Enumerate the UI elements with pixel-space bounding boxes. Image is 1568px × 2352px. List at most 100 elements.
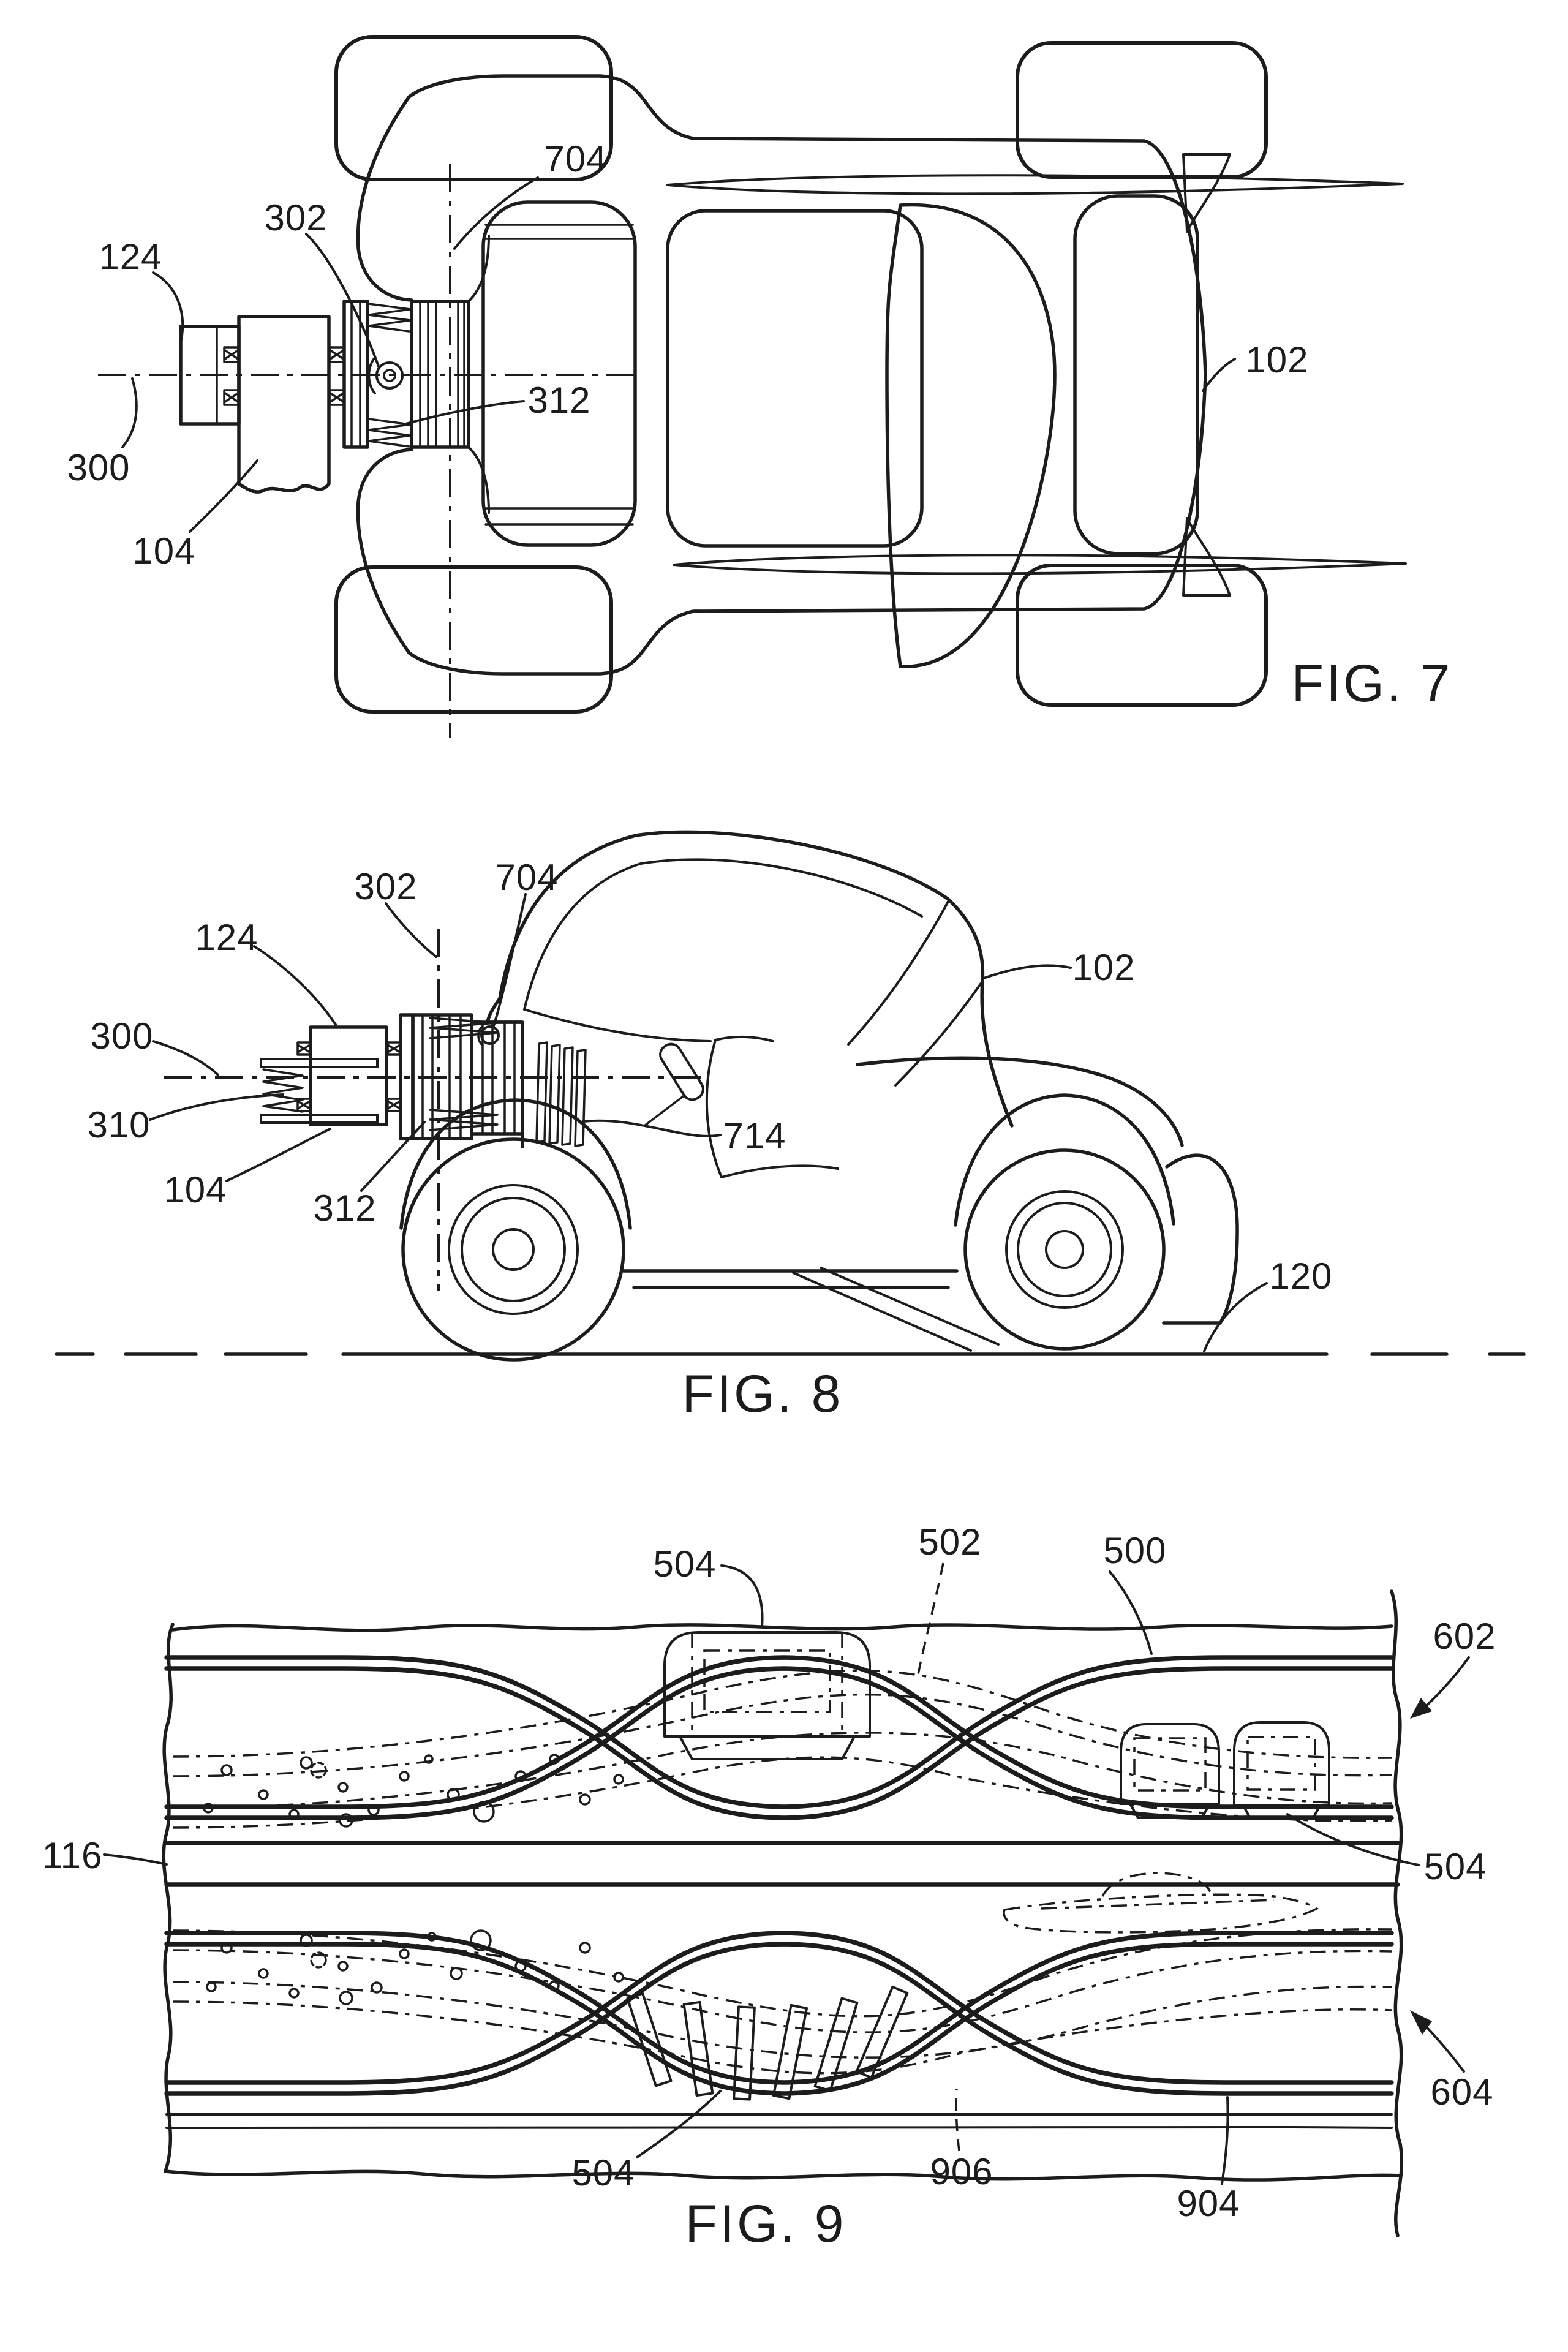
fig7-wheel-front-left xyxy=(334,35,613,181)
fig7-label-302: 302 xyxy=(264,197,327,238)
fig8-attachment-assembly xyxy=(164,929,704,1291)
fig7-rear-deck xyxy=(1073,194,1199,556)
fig8-windshield-inner xyxy=(523,858,923,1011)
fig8-rear-wheel xyxy=(963,1148,1166,1351)
fig9-bubbles-upper xyxy=(203,1754,624,1828)
fig7-reference-labels: 124 302 704 312 300 104 102 xyxy=(67,138,1308,571)
fig9-leader-500 xyxy=(1109,1570,1153,1655)
fig7-mount-block-right-312 xyxy=(410,300,470,449)
fig8-label-714: 714 xyxy=(723,1115,786,1156)
fig7-spring-top xyxy=(368,303,412,333)
fig7-label-104: 104 xyxy=(132,530,195,571)
fig7-body-outline xyxy=(407,74,1207,676)
fig8-pivot-hook xyxy=(477,1025,483,1046)
fig9-lower-crossing-bands xyxy=(164,1931,1394,2096)
fig9-waterway xyxy=(162,1589,1404,2237)
fig8-coil-bottom xyxy=(429,1109,499,1131)
fig8-mount-312-stripes xyxy=(481,1021,516,1135)
fig7-seat-shape xyxy=(885,203,1057,668)
fig8-rear-tail xyxy=(1162,1153,1239,1325)
fig9-label-904: 904 xyxy=(1177,2183,1240,2224)
fig7-rear-fin-upper xyxy=(1182,153,1231,233)
fig8-seat xyxy=(705,1035,839,1178)
fig8-label-120: 120 xyxy=(1269,1256,1332,1297)
fig7-part-104-boom xyxy=(237,315,331,494)
fig9-label-504-top: 504 xyxy=(653,1544,716,1585)
fig7-front-inner-upper xyxy=(467,235,490,303)
fig9-vehicle-boat-phantom xyxy=(1003,1872,1319,1934)
fig8-label-104: 104 xyxy=(164,1169,227,1210)
fig8-label-310: 310 xyxy=(87,1104,150,1145)
fig9-label-906: 906 xyxy=(930,2151,993,2192)
fig9-leader-504-right xyxy=(1286,1813,1420,1866)
fig7-attachment-assembly xyxy=(98,164,642,738)
fig8-reference-labels: 302 704 124 300 310 104 312 714 102 120 xyxy=(87,857,1332,1297)
fig8-leader-120 xyxy=(1203,1282,1268,1352)
fig8-leader-310 xyxy=(149,1093,284,1121)
fig8-steering-column xyxy=(643,1094,686,1127)
fig8-a-pillar xyxy=(498,834,638,1000)
fig9-torn-edge-left xyxy=(162,1623,175,2173)
fig7-mount-block-right-stripes xyxy=(419,300,466,448)
fig9-torn-edge-right xyxy=(1390,1589,1404,2237)
fig9-leader-904 xyxy=(1221,2096,1229,2185)
fig9-reference-labels: 504 502 500 602 116 504 604 504 906 904 xyxy=(42,1521,1496,2224)
fig9-leader-lines xyxy=(103,1562,1470,2185)
fig9-leader-504-top xyxy=(720,1564,764,1628)
fig8-pivot-circle-704 xyxy=(480,1025,500,1045)
fig8-rear-wheel-arch xyxy=(954,1093,1175,1227)
fig7-label-124: 124 xyxy=(99,236,162,277)
fig8-leader-lines xyxy=(149,893,1268,1352)
fig9-label-602: 602 xyxy=(1433,1616,1496,1657)
fig7-pivot-pin xyxy=(383,369,396,382)
fig8-front-wheel-arch xyxy=(399,1098,632,1230)
fig8-label-704: 704 xyxy=(495,857,558,898)
fig7-leader-lines xyxy=(121,176,1236,533)
fig8-coil-top xyxy=(429,1017,499,1039)
fig7-front-neck-lower xyxy=(356,448,413,655)
fig8-leader-300 xyxy=(152,1040,219,1076)
fig9-leader-504-bottom xyxy=(636,2090,722,2158)
fig8-leader-302 xyxy=(385,902,437,958)
fig8: 302 704 124 300 310 104 312 714 102 120 … xyxy=(55,830,1526,1423)
fig7-leader-312 xyxy=(404,400,525,425)
fig7-pivot-circle-302 xyxy=(375,361,404,390)
fig7-mount-block-left-stripes xyxy=(350,300,361,448)
fig8-caption: FIG. 8 xyxy=(682,1365,843,1423)
fig9-label-504-right: 504 xyxy=(1423,1846,1487,1887)
fig8-leader-124 xyxy=(253,945,337,1026)
fig7-leader-704 xyxy=(453,176,539,250)
fig8-rear-struts xyxy=(792,1267,1000,1352)
fig8-leader-102 xyxy=(982,964,1072,979)
fig8-cage-tube-1 xyxy=(847,900,949,1046)
fig8-roof xyxy=(634,830,950,901)
fig7-label-312: 312 xyxy=(527,380,590,421)
fig8-label-102: 102 xyxy=(1072,947,1135,988)
fig8-vehicle-side-view xyxy=(399,830,1239,1362)
fig8-fork-plate-top xyxy=(260,1058,379,1068)
fig8-label-302: 302 xyxy=(354,866,417,907)
fig7-hood-box xyxy=(481,200,637,547)
fig9: 504 502 500 602 116 504 604 504 906 904 … xyxy=(42,1521,1496,2253)
fig7-side-rail-top xyxy=(666,174,1404,195)
fig9-vehicle-submerged-planks xyxy=(626,1985,909,2101)
fig8-leader-714 xyxy=(582,1119,722,1137)
fig7-label-300: 300 xyxy=(67,447,130,488)
fig7-leader-124 xyxy=(152,271,184,347)
fig7-wheel-rear-left xyxy=(334,565,613,714)
fig9-leader-906 xyxy=(955,2088,960,2152)
fig7-front-neck-upper xyxy=(356,95,413,302)
fig8-mount-mid-stripes xyxy=(421,1014,462,1140)
fig7-leader-300 xyxy=(121,377,138,448)
fig9-arrow-604 xyxy=(1410,2010,1465,2073)
fig8-leader-704 xyxy=(492,893,527,1029)
fig7-caption: FIG. 7 xyxy=(1292,654,1453,713)
fig7-spring-bottom xyxy=(368,418,412,448)
fig7-leader-102 xyxy=(1202,358,1236,392)
fig8-fork-spring-310 xyxy=(262,1068,304,1113)
fig9-bubbles-lower xyxy=(206,1929,624,2005)
fig8-leader-312 xyxy=(360,1121,426,1192)
fig8-rear-pillar xyxy=(946,897,1014,1128)
fig7-pivot-hook xyxy=(368,356,376,394)
fig9-bottom-shore-lines xyxy=(165,2112,1393,2130)
